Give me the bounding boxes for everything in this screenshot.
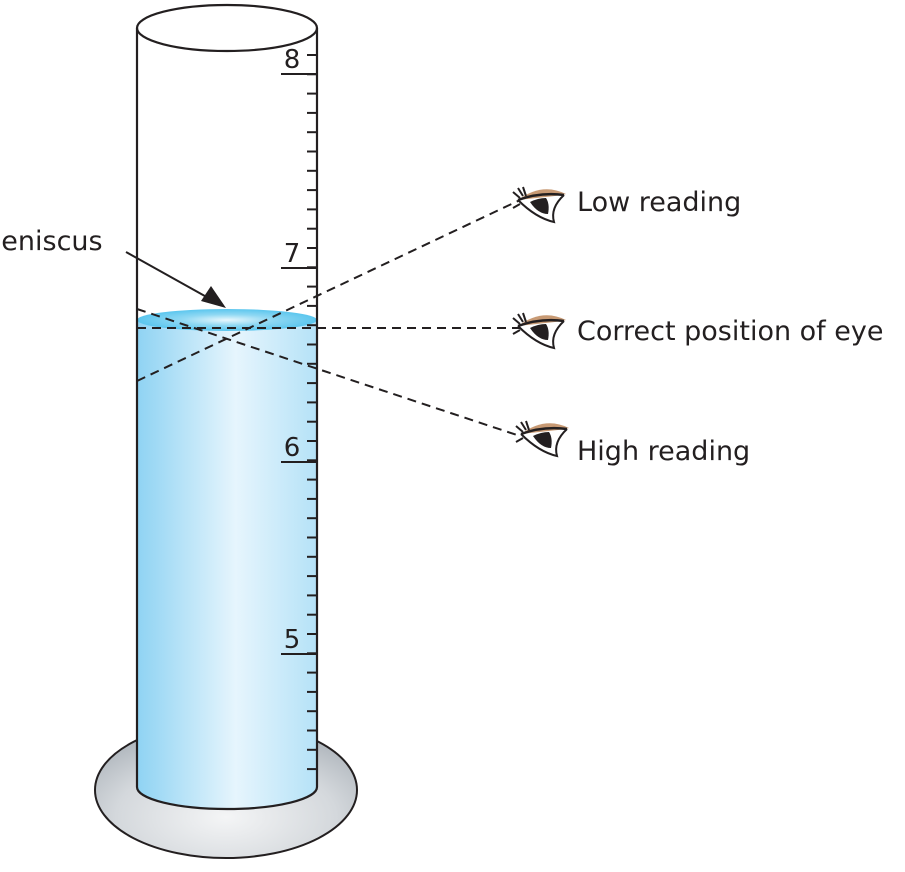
eye-correct-icon bbox=[512, 312, 566, 350]
scale-number: 7 bbox=[284, 239, 301, 269]
scale-number: 5 bbox=[284, 625, 301, 655]
sight-lines bbox=[136, 199, 521, 437]
scale-number: 8 bbox=[284, 45, 301, 75]
low-reading-label: Low reading bbox=[577, 187, 741, 218]
low-reading-sight-line bbox=[136, 199, 521, 382]
correct-position-label: Correct position of eye bbox=[577, 316, 883, 347]
meniscus-arrow bbox=[125, 251, 226, 308]
cylinder-outline bbox=[135, 3, 319, 811]
scale-number: 6 bbox=[284, 433, 301, 463]
scale-label-6: 6 bbox=[281, 433, 317, 463]
high-reading-sight-line bbox=[136, 308, 521, 437]
scale-label-7: 7 bbox=[281, 239, 317, 269]
scale-label-5: 5 bbox=[281, 625, 317, 655]
meniscus-surface bbox=[137, 309, 317, 331]
eye-low-icon bbox=[512, 186, 566, 224]
meniscus-label: Meniscus bbox=[0, 226, 103, 257]
liquid-column bbox=[137, 321, 317, 809]
high-reading-label: High reading bbox=[577, 436, 750, 467]
eye-high-icon bbox=[515, 420, 569, 458]
scale-label-8: 8 bbox=[281, 45, 317, 75]
